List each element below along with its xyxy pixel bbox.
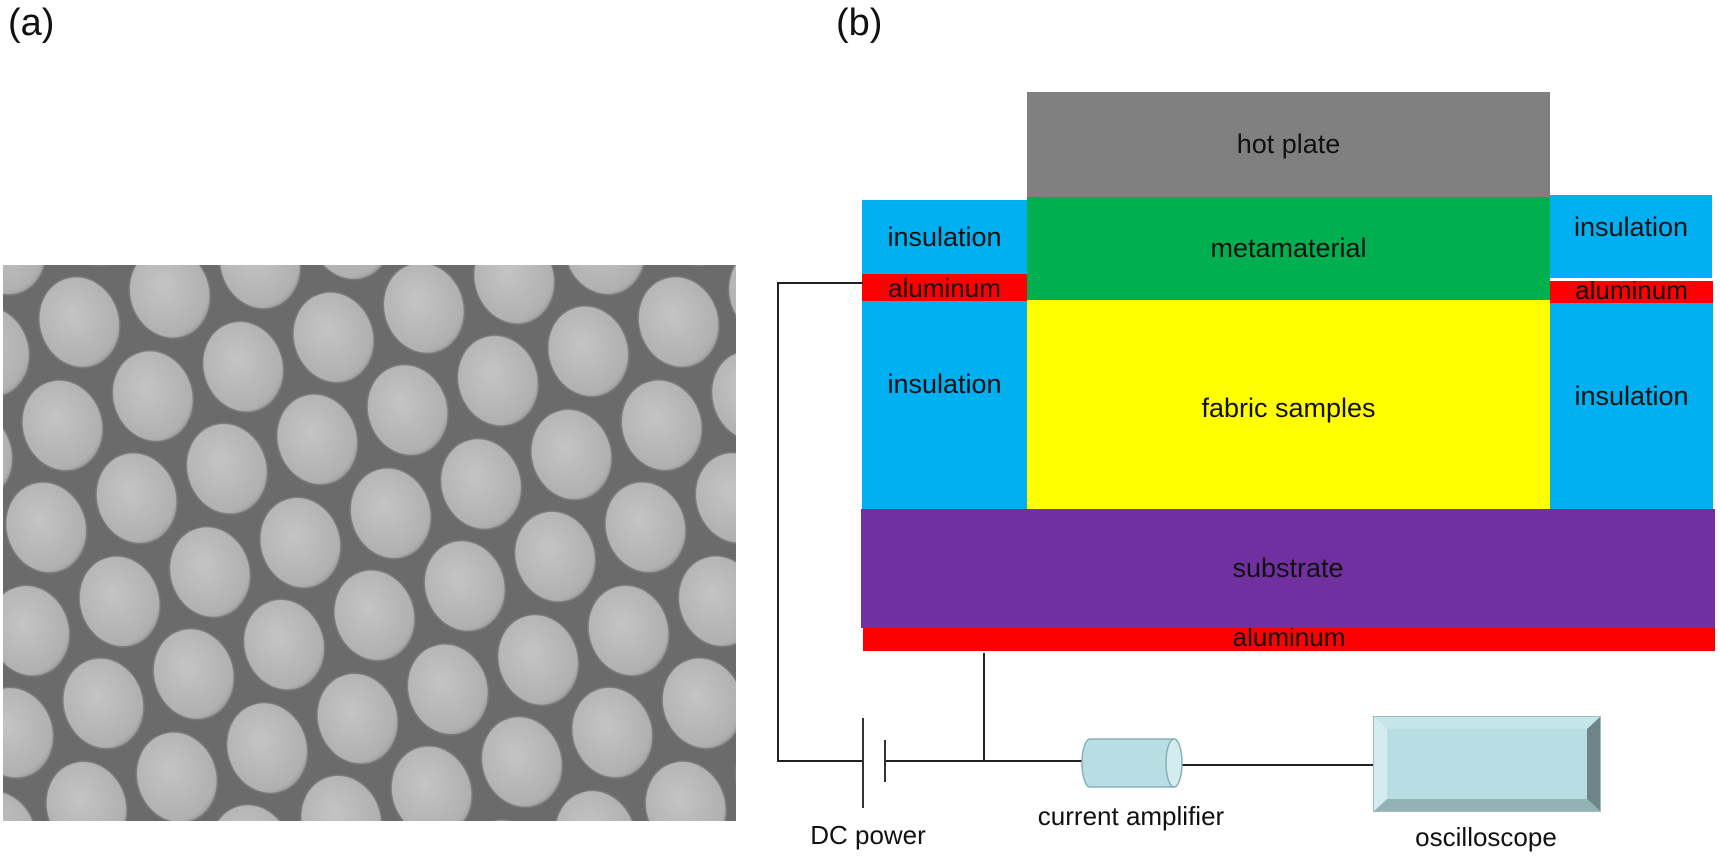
substrate-label: substrate — [1232, 553, 1344, 583]
panel-b-label: (b) — [836, 2, 883, 44]
oscilloscope-icon — [1373, 716, 1601, 812]
right-insulation-top: insulation — [1550, 195, 1712, 278]
oscilloscope-label: oscilloscope — [1415, 822, 1557, 852]
right-insulation-bottom-label: insulation — [1574, 381, 1689, 411]
fabric-samples-label: fabric samples — [1201, 393, 1376, 423]
dc-power-label: DC power — [810, 820, 926, 850]
fabric-samples-layer: fabric samples — [1027, 300, 1550, 509]
metamaterial-label: metamaterial — [1210, 233, 1367, 263]
wire-junction-vertical — [983, 653, 985, 761]
battery-long-plate-icon — [862, 718, 864, 808]
sem-micrograph — [3, 265, 736, 821]
panel-a-label: (a) — [8, 2, 55, 44]
right-aluminum-electrode: aluminum — [1550, 281, 1713, 303]
wire-top-left — [777, 282, 863, 284]
left-insulation-bottom: insulation — [862, 301, 1027, 509]
hot-plate-label: hot plate — [1236, 129, 1341, 159]
wire-amp-to-scope — [1180, 764, 1374, 766]
current-amplifier-icon — [1080, 737, 1184, 789]
left-aluminum-label: aluminum — [888, 272, 1001, 303]
metamaterial-layer: metamaterial — [1027, 197, 1550, 300]
right-insulation-bottom: insulation — [1550, 303, 1713, 509]
left-aluminum-electrode: aluminum — [862, 274, 1027, 301]
right-aluminum-label: aluminum — [1575, 281, 1688, 303]
hot-plate-layer: hot plate — [1027, 92, 1550, 197]
bottom-aluminum-label: aluminum — [1232, 628, 1346, 651]
left-insulation-bottom-label: insulation — [887, 369, 1002, 399]
wire-bottom-left — [777, 760, 863, 762]
current-amplifier-label: current amplifier — [1037, 801, 1225, 831]
bottom-aluminum-electrode: aluminum — [863, 628, 1715, 651]
left-insulation-top-label: insulation — [887, 221, 1002, 252]
wire-bottom-middle — [885, 760, 1083, 762]
battery-short-plate-icon — [884, 740, 886, 782]
substrate-layer: substrate — [861, 509, 1715, 628]
right-insulation-top-label: insulation — [1573, 212, 1689, 242]
left-insulation-top: insulation — [862, 200, 1027, 274]
wire-left-vertical — [777, 282, 779, 762]
